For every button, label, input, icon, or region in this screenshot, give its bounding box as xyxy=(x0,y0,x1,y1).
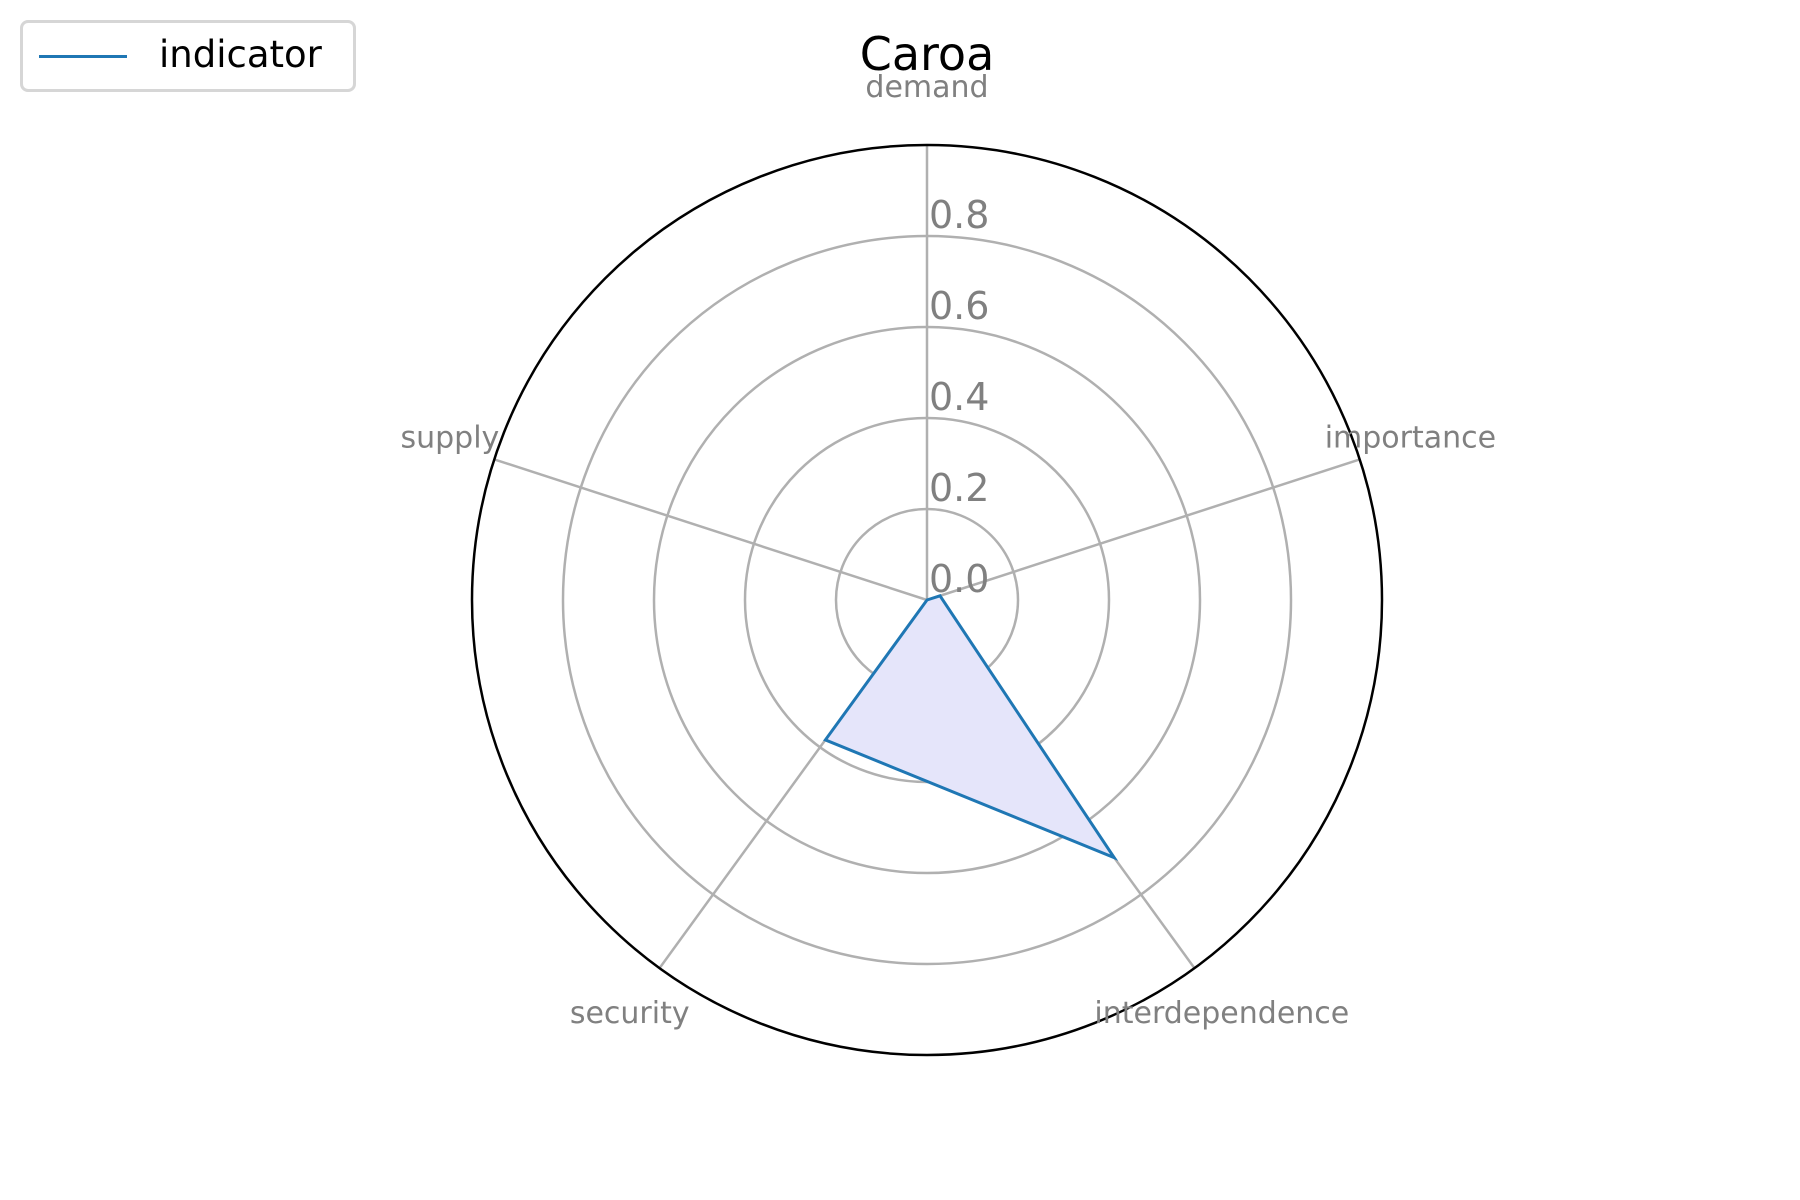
rtick-label-1: 0.2 xyxy=(929,466,989,510)
chart-title: Caroa xyxy=(860,27,995,81)
rtick-label-3: 0.6 xyxy=(929,284,989,328)
legend-line-indicator xyxy=(39,55,127,58)
series-line-indicator xyxy=(823,594,1119,861)
rtick-label-4: 0.8 xyxy=(929,193,989,237)
radar-data xyxy=(823,594,1119,861)
axis-label-interdependence: interdependence xyxy=(1094,996,1349,1031)
axis-label-importance: importance xyxy=(1325,420,1496,455)
legend: indicator xyxy=(20,20,356,92)
series-fill-indicator xyxy=(825,595,1115,858)
legend-label-indicator: indicator xyxy=(159,33,322,76)
spoke-importance xyxy=(926,458,1361,602)
axis-label-supply: supply xyxy=(400,420,499,455)
axis-label-demand: demand xyxy=(865,70,988,105)
outer-circle xyxy=(470,143,1384,1057)
radar-labels: 0.0 0.2 0.4 0.6 0.8 demand importance interdepe… xyxy=(400,70,1496,1031)
spoke-supply xyxy=(493,458,928,602)
rtick-label-0: 0.0 xyxy=(929,557,989,601)
rtick-label-2: 0.4 xyxy=(929,375,989,419)
axis-label-security: security xyxy=(570,996,690,1031)
